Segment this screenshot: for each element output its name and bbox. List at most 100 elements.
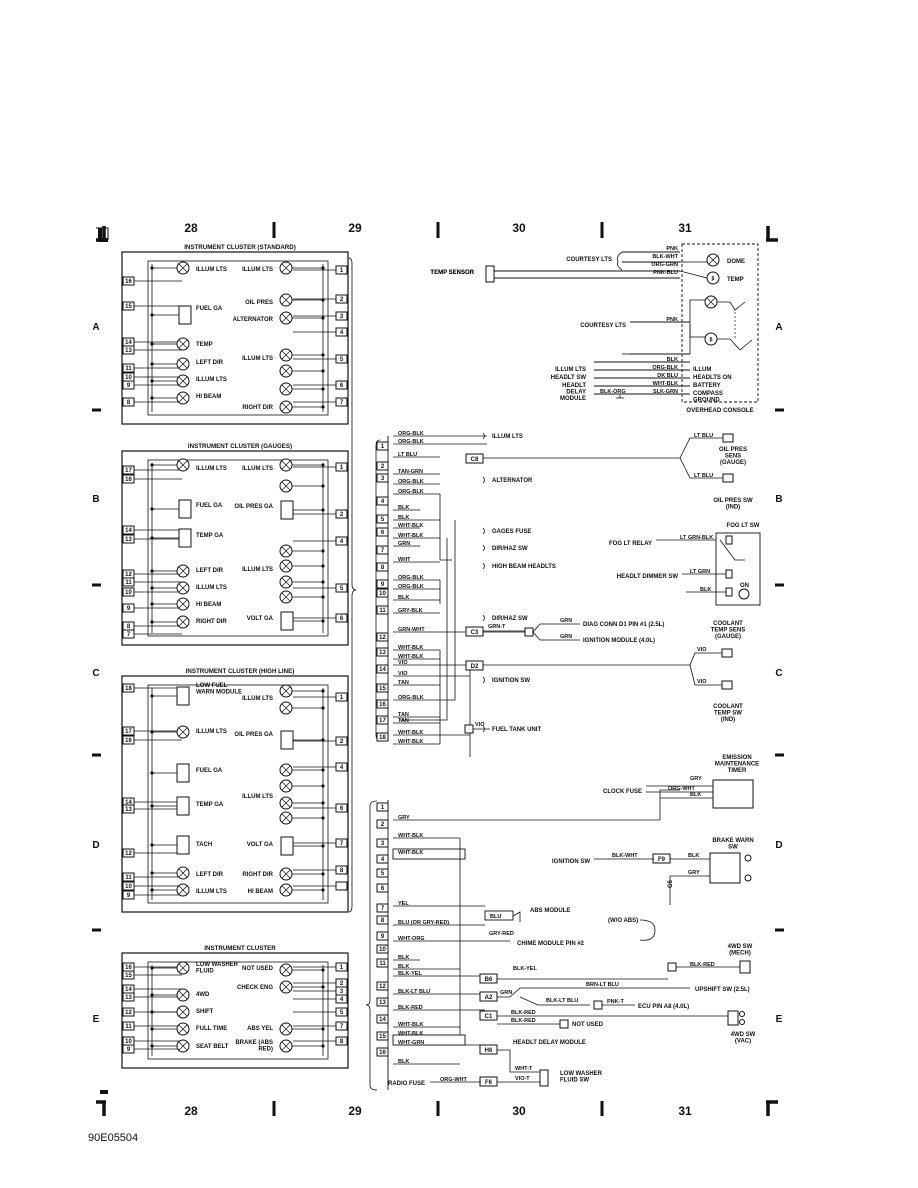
grid-row-label: C: [92, 668, 99, 679]
grid-column-label: 31: [678, 1104, 692, 1118]
cluster-function-label: ILLUM LTS: [196, 377, 227, 383]
connector-pin: 14: [125, 340, 132, 346]
wire-color: BLK-ORG: [600, 389, 626, 395]
cluster-function-label: ABS YEL: [247, 1026, 273, 1032]
wire-color: TAN: [398, 718, 409, 724]
grid-row-label: B: [775, 494, 782, 505]
connector-pin: 14: [379, 667, 386, 673]
wire-color: GRY: [688, 870, 700, 876]
connector-pin: 2: [340, 512, 344, 518]
cluster-title: INSTRUMENT CLUSTER (GAUGES): [188, 443, 292, 450]
connector-pin: 11: [379, 961, 386, 967]
connector-pin: 14: [125, 528, 132, 534]
component-label: OIL PRES SW(IND): [713, 498, 753, 511]
connector-pin: 16: [125, 477, 132, 483]
connector-pin: 15: [379, 1034, 386, 1040]
wire-color: GRN-T: [488, 624, 506, 630]
connector-pin: 16: [125, 738, 132, 744]
connector-pin: 10: [125, 590, 132, 596]
wire-color: WHT-T: [515, 1066, 533, 1072]
connector-pin: 10: [125, 375, 132, 381]
connector-pin: 16: [379, 702, 386, 708]
cluster-function-label: CHECK ENG: [237, 985, 273, 991]
connector-pin: 13: [379, 650, 386, 656]
connector-pin: 5: [340, 357, 344, 363]
wire-color: WHT-BLK: [653, 381, 678, 387]
wire-color: BLK: [667, 357, 678, 363]
grid-row-label: E: [776, 1014, 783, 1025]
connector-pin: 6: [340, 383, 344, 389]
wire-color: BLK-YEL: [513, 966, 537, 972]
grid-column-label: 29: [348, 1104, 362, 1118]
connector-pin: 18: [125, 686, 132, 692]
cluster-function-label: SEAT BELT: [196, 1044, 229, 1050]
connector-pin: 9: [127, 893, 131, 899]
connector-pin: 15: [379, 686, 386, 692]
wire-color: ORG-WHT: [440, 1077, 468, 1083]
wire-color: ORG-BLK: [398, 575, 424, 581]
wire-color: BLK-RED: [511, 1010, 536, 1016]
connector-pin: 3: [340, 314, 344, 320]
splice-id: G5: [668, 879, 674, 888]
connector-pin: 12: [125, 851, 132, 857]
connector-pin: 6: [340, 616, 344, 622]
connector-pin: 7: [127, 632, 131, 638]
gauge-symbol: β: [709, 337, 712, 343]
grid-column-label: 28: [184, 221, 198, 235]
cluster-function-label: ILLUM LTS: [196, 267, 227, 273]
connector-pin: 7: [340, 1024, 344, 1030]
grid-column-label: 29: [348, 221, 362, 235]
component-label: TEMP SENSOR: [430, 270, 474, 276]
component-label: TEMP: [727, 277, 744, 283]
connector-pin: 1: [381, 444, 385, 450]
connector-pin: 16: [379, 1050, 386, 1056]
cluster-function-label: OIL PRES GA: [234, 504, 273, 510]
wire-destination: UPSHIFT SW (2.5L): [695, 987, 750, 993]
wire-color: WHT-GRN: [398, 1040, 424, 1046]
wire-color: BLK: [700, 587, 711, 593]
wire-color: WHT-BLK: [398, 533, 423, 539]
cluster-function-label: FUEL GA: [196, 306, 223, 312]
wire-destination: DIR/HAZ SW: [492, 616, 528, 622]
cluster-function-label: SHIFT: [196, 1009, 214, 1015]
drawing-code: 90E05504: [88, 1132, 138, 1144]
cluster-function-label: HI BEAM: [196, 394, 221, 400]
wire-color: LT BLU: [694, 473, 713, 479]
wire-color: BLK: [398, 515, 409, 521]
connector-pin: 4: [340, 997, 344, 1003]
component-label: COURTESY LTS: [566, 257, 612, 263]
wire-color: BLU (OR GRY-RED): [398, 920, 449, 926]
wire-color: VIO: [398, 660, 408, 666]
wire-color: DK BLU: [657, 373, 678, 379]
component-label: HEADLT DIMMER SW: [617, 574, 679, 580]
wire-color: ORG-BLK: [398, 439, 424, 445]
connector-pin: 8: [127, 400, 131, 406]
wire-color: WHT-BLK: [398, 1022, 423, 1028]
wire-color: GRN: [500, 990, 512, 996]
wire-color: GRN-WHT: [398, 627, 425, 633]
connector-pin: 12: [125, 1010, 132, 1016]
connector-pin: 7: [381, 548, 385, 554]
wire-destination: ILLUM LTS: [492, 434, 523, 440]
connector-pin: 12: [379, 635, 386, 641]
wire-color: BLK: [690, 792, 701, 798]
wire-color: WHT-BLK: [398, 850, 423, 856]
wire-color: BLK: [398, 595, 409, 601]
cluster-function-label: FUEL GA: [196, 503, 223, 509]
component-label: IGNITION SW: [552, 859, 590, 865]
grid-row-label: C: [775, 668, 782, 679]
connector-pin: 16: [125, 965, 132, 971]
wire-color: VIO-T: [515, 1076, 530, 1082]
connector-pin: 4: [340, 539, 344, 545]
wire-destination: FUEL TANK UNIT: [492, 727, 541, 733]
wire-color: ORG-BLK: [398, 695, 424, 701]
connector-pin: 15: [125, 304, 132, 310]
wire-destination: ALTERNATOR: [492, 478, 533, 484]
wire-color: VIO: [697, 679, 707, 685]
wire-color: BRN-LT BLU: [586, 982, 619, 988]
